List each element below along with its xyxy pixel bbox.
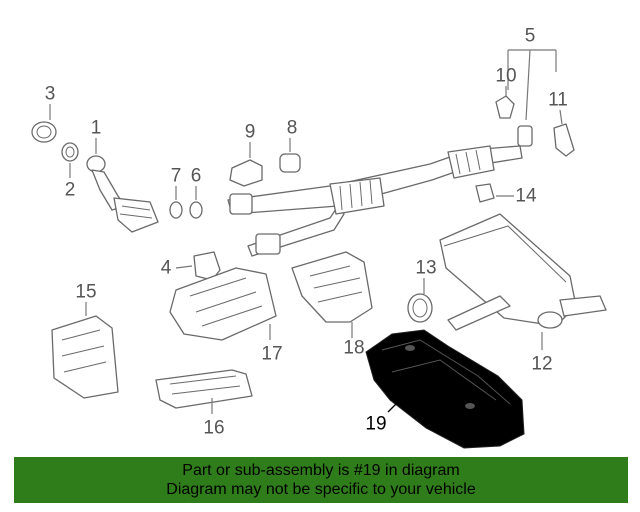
part-6-gasket [189,186,203,219]
callout-14: 14 [515,185,537,207]
part-14-isolator [475,183,514,203]
callout-13: 13 [415,257,437,279]
part-16-heat-shield [155,369,253,414]
callout-3: 3 [44,83,56,105]
notice-line-1: Part or sub-assembly is #19 in diagram [182,462,460,479]
callout-12: 12 [531,353,553,375]
callout-2: 2 [64,179,76,201]
callout-16: 16 [203,417,225,439]
part-8-hanger [279,138,301,173]
callout-4: 4 [160,257,172,279]
part-12-muffler [439,213,607,350]
callout-1: 1 [90,117,102,139]
part-13-clamp [407,278,433,323]
part-2-gasket [61,142,79,178]
callout-17: 17 [261,343,283,365]
callout-5: 5 [524,25,536,47]
callout-6: 6 [190,165,202,187]
part-10-hanger [495,86,515,119]
callout-10: 10 [495,65,517,87]
intermediate-pipe [227,145,523,257]
part-17-heat-shield [169,267,277,341]
callout-9: 9 [244,121,256,143]
part-19-heat-shield-highlighted [365,329,525,449]
part-9-bracket [229,142,263,187]
part-11-clamp [517,109,575,157]
part-7-gasket [169,186,183,219]
callout-19: 19 [365,413,387,435]
part-18-heat-shield [291,251,373,338]
callout-7: 7 [170,165,182,187]
callout-18: 18 [343,337,365,359]
part-3-clamp [31,104,57,143]
callout-11: 11 [548,89,568,111]
callout-15: 15 [75,281,97,303]
part-1-catalytic-converter [86,138,159,233]
notice-banner: Part or sub-assembly is #19 in diagram D… [14,457,628,503]
callout-8: 8 [286,117,298,139]
notice-line-2: Diagram may not be specific to your vehi… [166,481,476,498]
part-15-heat-shield [51,302,119,399]
part-5-hanger-group [507,49,557,121]
